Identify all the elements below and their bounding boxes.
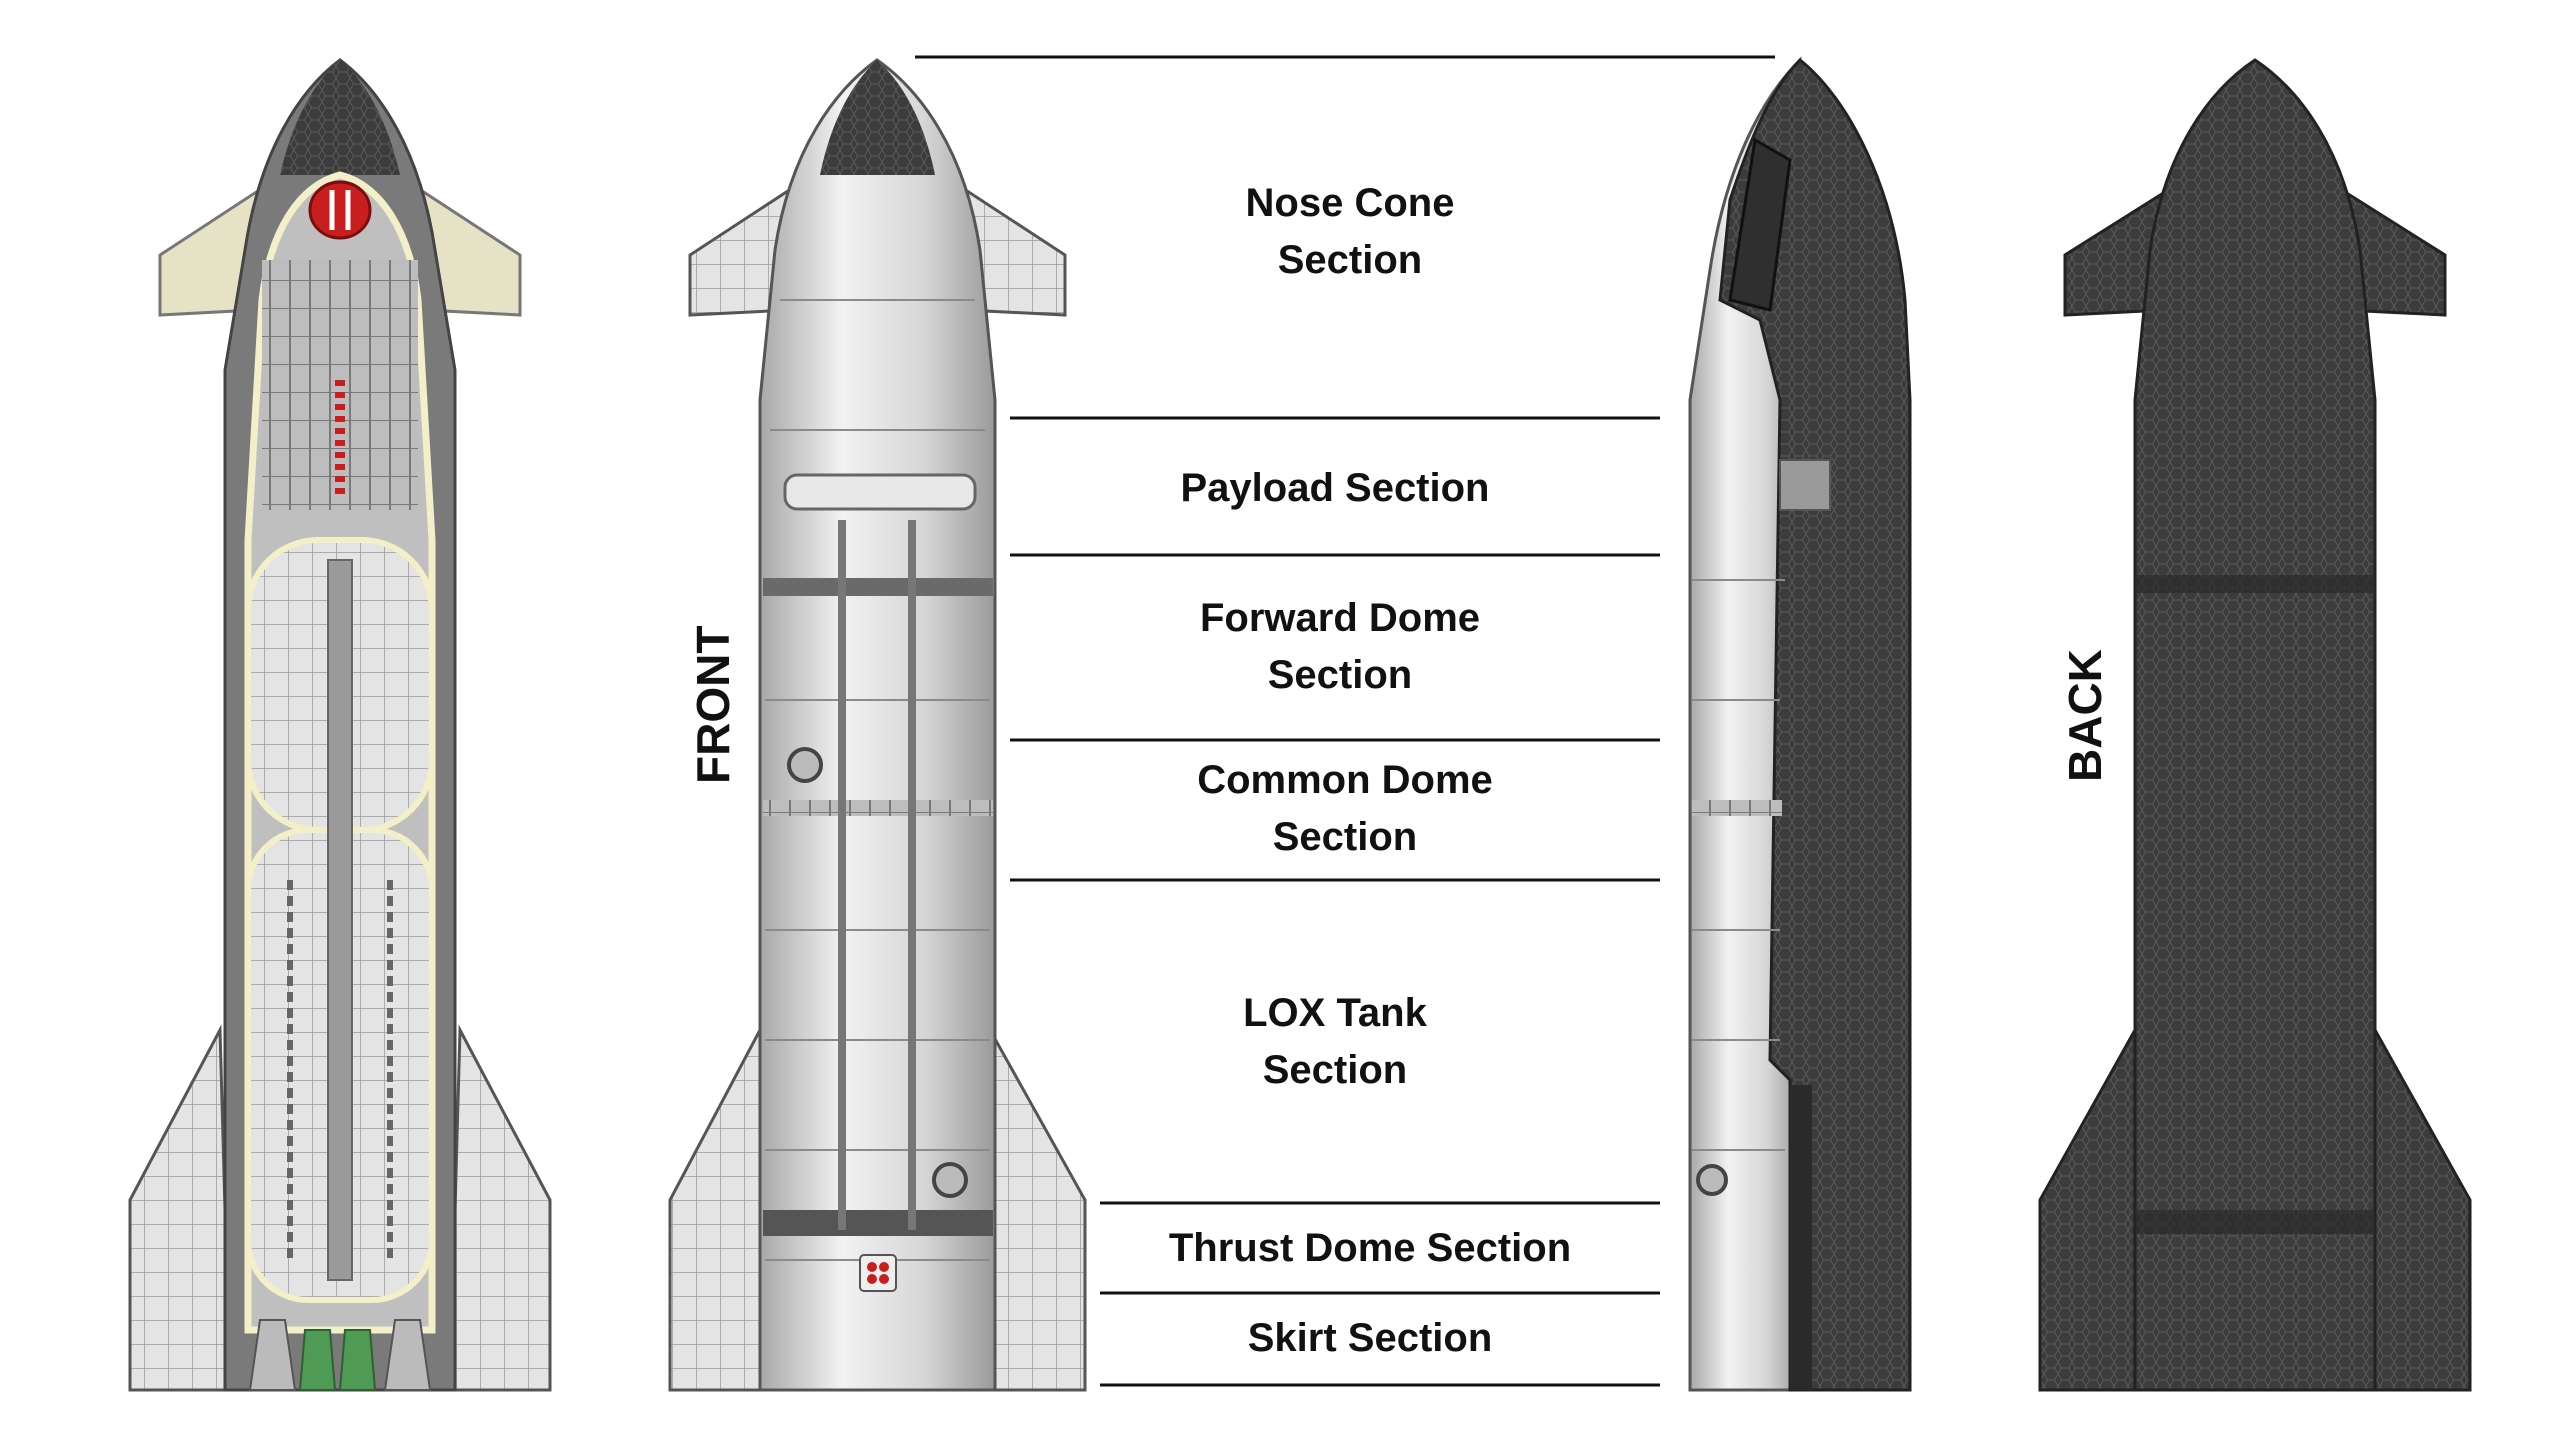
cutaway-header-tank: [308, 180, 372, 240]
front-nose-tiles: [820, 60, 935, 175]
cutaway-engines: [248, 1319, 432, 1391]
front-view: [668, 58, 1087, 1392]
label-front: FRONT: [687, 625, 739, 784]
label-thrust-dome-section: Thrust Dome Section: [1168, 1226, 1572, 1270]
back-view: [2038, 58, 2472, 1392]
front-aft-flap-right: [983, 1024, 1087, 1392]
cutaway-aft-flap-left: [128, 1024, 232, 1392]
cutaway-view: [128, 58, 552, 1392]
back-aft-flap-right: [2363, 1024, 2472, 1392]
side-view: [1688, 56, 1912, 1392]
label-back: BACK: [2059, 649, 2111, 782]
cutaway-nose-tiles: [280, 60, 400, 175]
label-nose-cone-section: Nose Cone Section: [1245, 181, 1455, 282]
label-skirt-section: Skirt Section: [1247, 1316, 1493, 1360]
side-fwd-flap: [1728, 137, 1792, 312]
back-hull: [2133, 58, 2377, 1392]
label-forward-dome-section: Forward Dome Section: [1199, 596, 1481, 697]
label-common-dome-section: Common Dome Section: [1197, 758, 1493, 859]
label-payload-section: Payload Section: [1180, 466, 1490, 510]
label-lox-tank-section: LOX Tank Section: [1243, 991, 1427, 1092]
back-aft-flap-left: [2038, 1024, 2147, 1392]
section-dividers: [915, 55, 1775, 1387]
side-hull-tiles: [1718, 57, 1912, 1392]
front-hull: [758, 58, 997, 1392]
cutaway-aft-flap-right: [448, 1024, 552, 1392]
front-aft-flap-left: [668, 1024, 772, 1392]
